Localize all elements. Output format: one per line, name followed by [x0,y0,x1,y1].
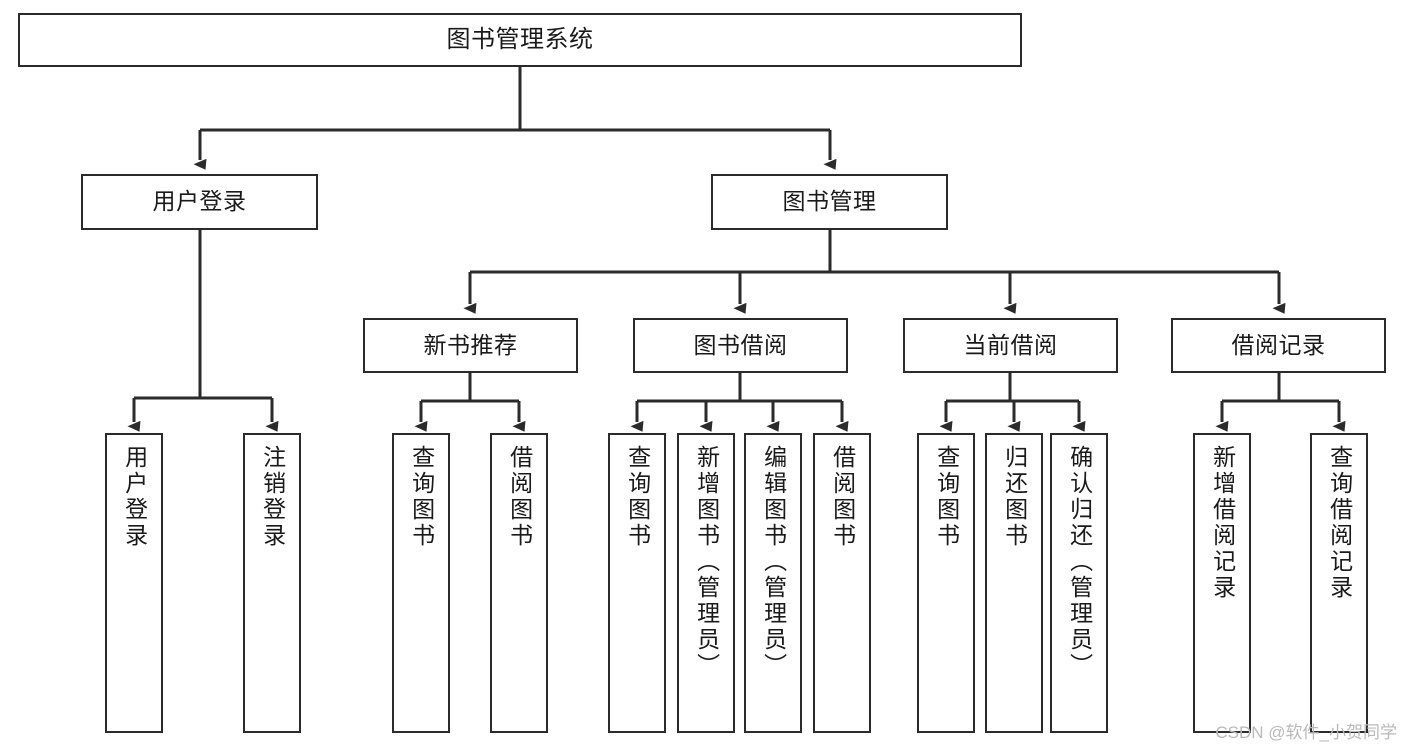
node-leaf-return-book[interactable]: 归还图书 [985,433,1043,733]
node-book-borrow-label: 图书借阅 [693,331,788,358]
node-leaf-query-book-3-label: 查询图书 [933,445,960,549]
node-leaf-add-book-label: 新增图书（管理员） [693,445,720,679]
node-root[interactable]: 图书管理系统 [18,13,1022,67]
node-leaf-query-book-2[interactable]: 查询图书 [608,433,666,733]
node-book-borrow[interactable]: 图书借阅 [633,318,848,373]
node-leaf-user-login[interactable]: 用户登录 [105,433,163,733]
node-leaf-query-book-1-label: 查询图书 [408,445,435,549]
node-borrow-record-label: 借阅记录 [1231,331,1326,358]
node-leaf-add-record[interactable]: 新增借阅记录 [1193,433,1251,733]
node-leaf-add-book[interactable]: 新增图书（管理员） [677,433,735,733]
node-leaf-query-record[interactable]: 查询借阅记录 [1310,433,1368,733]
node-leaf-borrow-book-1[interactable]: 借阅图书 [490,433,548,733]
node-leaf-logout[interactable]: 注销登录 [243,433,301,733]
node-leaf-query-book-1[interactable]: 查询图书 [392,433,450,733]
node-leaf-confirm-return[interactable]: 确认归还（管理员） [1050,433,1108,733]
node-leaf-query-book-2-label: 查询图书 [624,445,651,549]
node-leaf-return-book-label: 归还图书 [1001,445,1028,549]
node-leaf-edit-book[interactable]: 编辑图书（管理员） [744,433,802,733]
node-current-borrow-label: 当前借阅 [963,331,1058,358]
node-user-login-label: 用户登录 [152,188,247,215]
node-leaf-query-record-label: 查询借阅记录 [1326,445,1353,601]
node-leaf-borrow-book-2[interactable]: 借阅图书 [813,433,871,733]
node-book-manage-label: 图书管理 [782,188,877,215]
node-leaf-confirm-return-label: 确认归还（管理员） [1066,445,1093,679]
node-new-book-recommend-label: 新书推荐 [423,331,518,358]
node-borrow-record[interactable]: 借阅记录 [1171,318,1386,373]
node-root-label: 图书管理系统 [446,25,594,53]
node-leaf-edit-book-label: 编辑图书（管理员） [760,445,787,679]
node-leaf-query-book-3[interactable]: 查询图书 [917,433,975,733]
watermark: CSDN @软件_小贺同学 [1215,723,1397,742]
node-new-book-recommend[interactable]: 新书推荐 [363,318,578,373]
node-current-borrow[interactable]: 当前借阅 [903,318,1118,373]
node-leaf-user-login-label: 用户登录 [121,445,148,549]
node-book-manage[interactable]: 图书管理 [711,174,948,230]
node-user-login[interactable]: 用户登录 [81,174,318,230]
node-leaf-borrow-book-2-label: 借阅图书 [829,445,856,549]
node-leaf-logout-label: 注销登录 [259,445,286,549]
node-leaf-add-record-label: 新增借阅记录 [1209,445,1236,601]
node-leaf-borrow-book-1-label: 借阅图书 [506,445,533,549]
